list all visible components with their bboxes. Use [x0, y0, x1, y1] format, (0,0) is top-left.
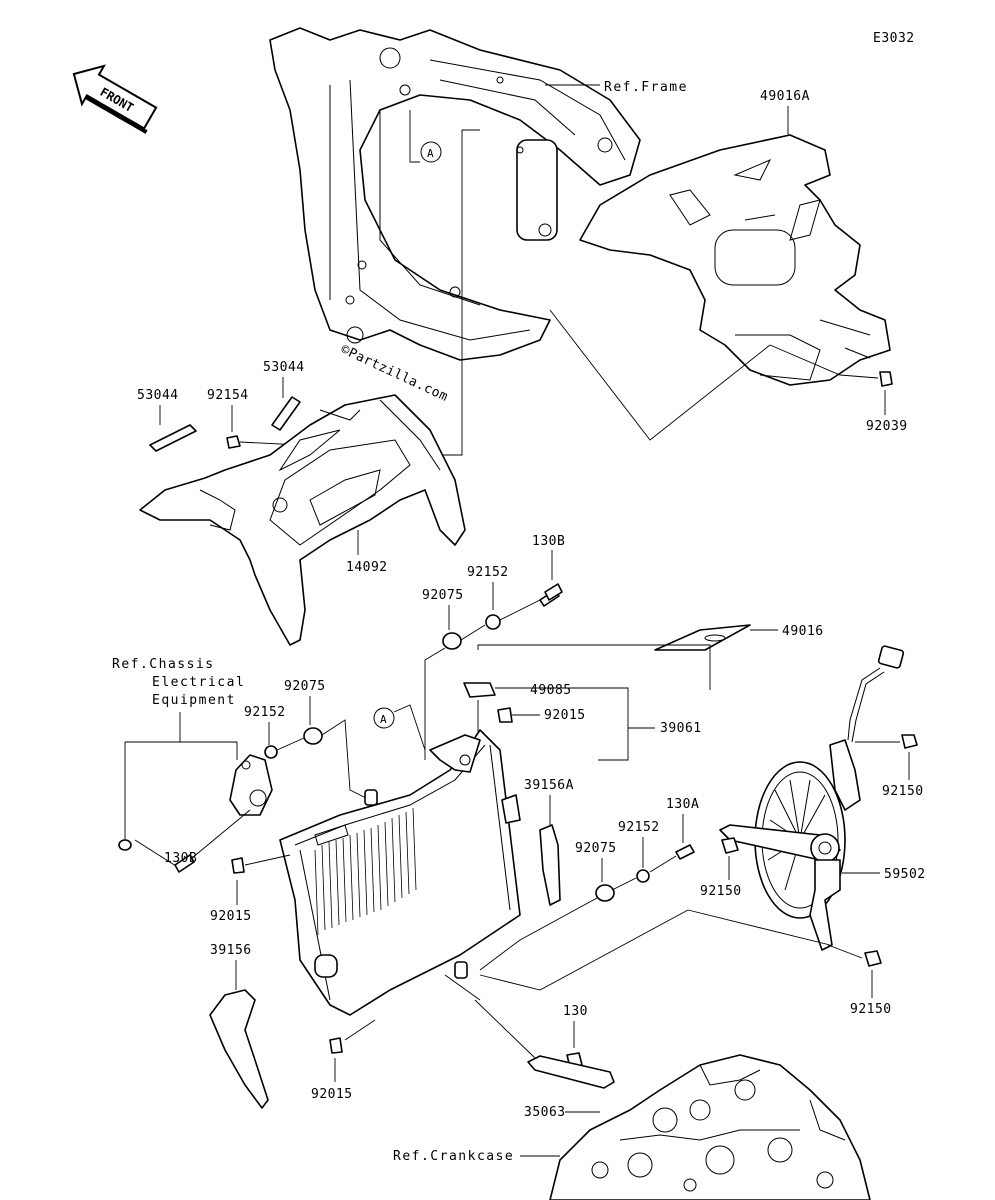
part-53044-left-label: 53044 [137, 388, 179, 403]
part-92150-middle-label: 92150 [700, 884, 742, 899]
part-53044-left-icon [149, 424, 197, 452]
part-59502-label: 59502 [884, 867, 926, 882]
part-92152-right-label: 92152 [618, 820, 660, 835]
radiator-part [279, 729, 521, 1016]
part-92015-upper-label: 92015 [544, 708, 586, 723]
part-92152-right-icon [636, 869, 650, 883]
svg-text:A: A [427, 147, 434, 160]
part-130b-upper-label: 130B [532, 534, 565, 549]
part-39156-label: 39156 [210, 943, 252, 958]
part-130b-left-icon [174, 854, 195, 873]
part-35063-label: 35063 [524, 1105, 566, 1120]
part-92150-lower-icon [864, 950, 882, 967]
electrical-bracket-part [229, 754, 273, 816]
part-14092-label: 14092 [346, 560, 388, 575]
part-49016-label: 49016 [782, 624, 824, 639]
reference-marker-a-upper: A [409, 110, 442, 163]
ref-chassis-label-line1: Ref.Chassis [112, 657, 215, 672]
crankcase-bracket-part [527, 1055, 615, 1089]
part-39156a-icon [539, 824, 561, 906]
part-130b-upper-icon [539, 583, 563, 607]
radiator-core-fins [314, 807, 417, 936]
part-92150-middle-icon [721, 837, 739, 854]
part-92015-lower-icon [329, 1037, 343, 1054]
part-92150-lower-label: 92150 [850, 1002, 892, 1017]
part-39061-label: 39061 [660, 721, 702, 736]
part-59502-fan [719, 645, 905, 951]
part-92075-upper-label: 92075 [422, 588, 464, 603]
diagram-code: E3032 [873, 31, 915, 46]
part-92075-right-label: 92075 [575, 841, 617, 856]
part-49016-icon [654, 624, 751, 651]
part-92152-upper-label: 92152 [467, 565, 509, 580]
part-92075-left-label: 92075 [284, 679, 326, 694]
part-49085-icon [463, 682, 496, 698]
part-49016a [579, 134, 891, 386]
part-53044-right-icon [271, 396, 301, 431]
part-92154-icon [226, 435, 241, 449]
part-92152-left-icon [264, 745, 278, 759]
svg-text:A: A [380, 713, 387, 726]
part-53044-right-label: 53044 [263, 360, 305, 375]
crankcase-part [549, 1054, 871, 1200]
part-92039-label: 92039 [866, 419, 908, 434]
part-92015-left-label: 92015 [210, 909, 252, 924]
part-92015-lower-label: 92015 [311, 1087, 353, 1102]
part-92015-left-icon [231, 857, 245, 874]
part-92150-upper-label: 92150 [882, 784, 924, 799]
part-92152-left-label: 92152 [244, 705, 286, 720]
reference-marker-a-lower: A [373, 704, 426, 751]
part-49016a-label: 49016A [760, 89, 810, 104]
ref-frame-label: Ref.Frame [604, 80, 688, 95]
grommet-icon [118, 839, 132, 851]
part-39156a-label: 39156A [524, 778, 574, 793]
part-39156-icon [209, 989, 269, 1109]
part-92075-upper-icon [442, 632, 462, 650]
front-arrow-icon: FRONT [72, 64, 158, 134]
part-130a-icon [675, 844, 695, 860]
part-130-label: 130 [563, 1004, 588, 1019]
ref-chassis-label-line2: Electrical [152, 675, 245, 690]
part-14092 [139, 394, 466, 646]
part-49085-label: 49085 [530, 683, 572, 698]
part-130b-left-label: 130B [164, 851, 197, 866]
ref-crankcase-label: Ref.Crankcase [393, 1149, 514, 1164]
ref-chassis-label-line3: Equipment [152, 693, 236, 708]
part-92150-upper-icon [901, 734, 918, 749]
part-92015-upper-icon [497, 707, 513, 723]
part-130a-label: 130A [666, 797, 699, 812]
frame-part [269, 27, 641, 361]
part-92075-right-icon [595, 884, 615, 902]
part-92075-left-icon [303, 727, 323, 745]
part-92039-icon [879, 371, 893, 387]
part-92154-label: 92154 [207, 388, 249, 403]
part-92152-upper-icon [485, 614, 501, 630]
